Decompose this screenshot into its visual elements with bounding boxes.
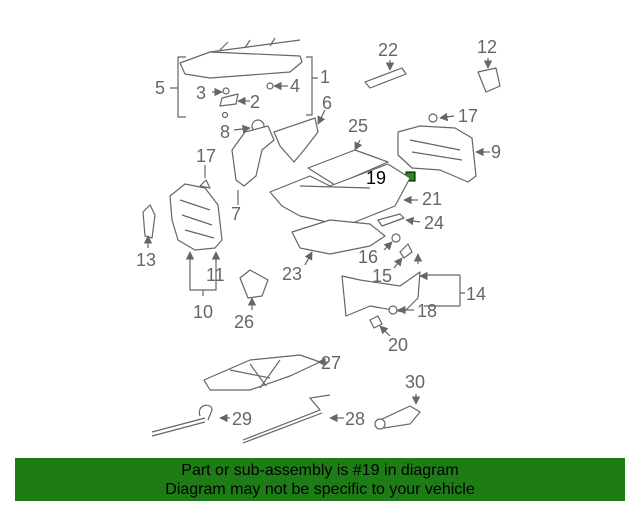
callout-18: 18 xyxy=(417,301,437,321)
banner-line-2: Diagram may not be specific to your vehi… xyxy=(165,481,475,498)
callout-13: 13 xyxy=(136,250,156,270)
callout-30: 30 xyxy=(405,372,425,392)
rod-part-28 xyxy=(242,394,344,444)
callout-23: 23 xyxy=(282,264,302,284)
bracket-part-13 xyxy=(142,204,156,248)
side-trim-part xyxy=(231,109,326,205)
callout-17-left: 17 xyxy=(196,146,216,166)
bracket-part-12 xyxy=(477,58,501,93)
clip-part-17-right xyxy=(428,112,455,123)
bracket-part-26 xyxy=(239,269,269,310)
callout-8: 8 xyxy=(220,122,230,142)
callout-6: 6 xyxy=(322,93,332,113)
floor-cover-part-21 xyxy=(269,163,418,227)
callout-3: 3 xyxy=(196,83,206,103)
fasteners-2-3-4 xyxy=(212,81,288,119)
callout-15: 15 xyxy=(372,266,392,286)
clips-part-15-16 xyxy=(383,233,413,269)
info-banner: Part or sub-assembly is #19 in diagram D… xyxy=(15,458,625,501)
tow-hook-part-30 xyxy=(374,394,421,430)
callout-10: 10 xyxy=(193,302,213,322)
trim-strip-part-22 xyxy=(364,60,407,89)
clips-part-18-20 xyxy=(369,305,414,337)
strip-part-24 xyxy=(377,213,421,227)
right-side-trim-part xyxy=(397,125,490,183)
callout-28: 28 xyxy=(345,409,365,429)
callout-19-highlighted: 19 xyxy=(366,168,386,188)
callout-labels: 1 2 3 4 5 6 7 8 9 10 11 12 13 14 15 16 1… xyxy=(136,37,501,429)
callout-5: 5 xyxy=(155,78,165,98)
callout-11: 11 xyxy=(206,265,225,285)
floor-board-part-23 xyxy=(291,219,386,266)
callout-1: 1 xyxy=(320,67,330,87)
callout-22: 22 xyxy=(378,40,398,60)
callout-9: 9 xyxy=(491,142,501,162)
rear-trim-panel-part-14 xyxy=(341,253,465,317)
callout-16: 16 xyxy=(358,247,378,267)
callout-17-right: 17 xyxy=(458,106,478,126)
callout-21: 21 xyxy=(422,189,442,209)
jack-part-27 xyxy=(203,354,328,391)
banner-line-1: Part or sub-assembly is #19 in diagram xyxy=(181,462,459,479)
callout-24: 24 xyxy=(424,213,444,233)
trunk-mat-part-25 xyxy=(307,139,389,186)
callout-27: 27 xyxy=(321,353,341,373)
package-tray-part xyxy=(179,37,303,79)
clip-part-17-left xyxy=(199,179,211,189)
callout-14: 14 xyxy=(466,284,486,304)
callout-4: 4 xyxy=(290,76,300,96)
callout-12: 12 xyxy=(477,37,497,57)
callout-25: 25 xyxy=(348,116,368,136)
callout-20: 20 xyxy=(388,335,408,355)
bracket-1 xyxy=(306,56,318,116)
bracket-5 xyxy=(170,56,186,118)
left-side-trim-part xyxy=(169,183,223,296)
jack-handle-part-29 xyxy=(151,404,230,437)
callout-7: 7 xyxy=(231,204,241,224)
callout-2: 2 xyxy=(250,92,260,112)
callout-29: 29 xyxy=(232,409,252,429)
parts-diagram: 1 2 3 4 5 6 7 8 9 10 11 12 13 14 15 16 1… xyxy=(136,37,501,444)
callout-26: 26 xyxy=(234,312,254,332)
